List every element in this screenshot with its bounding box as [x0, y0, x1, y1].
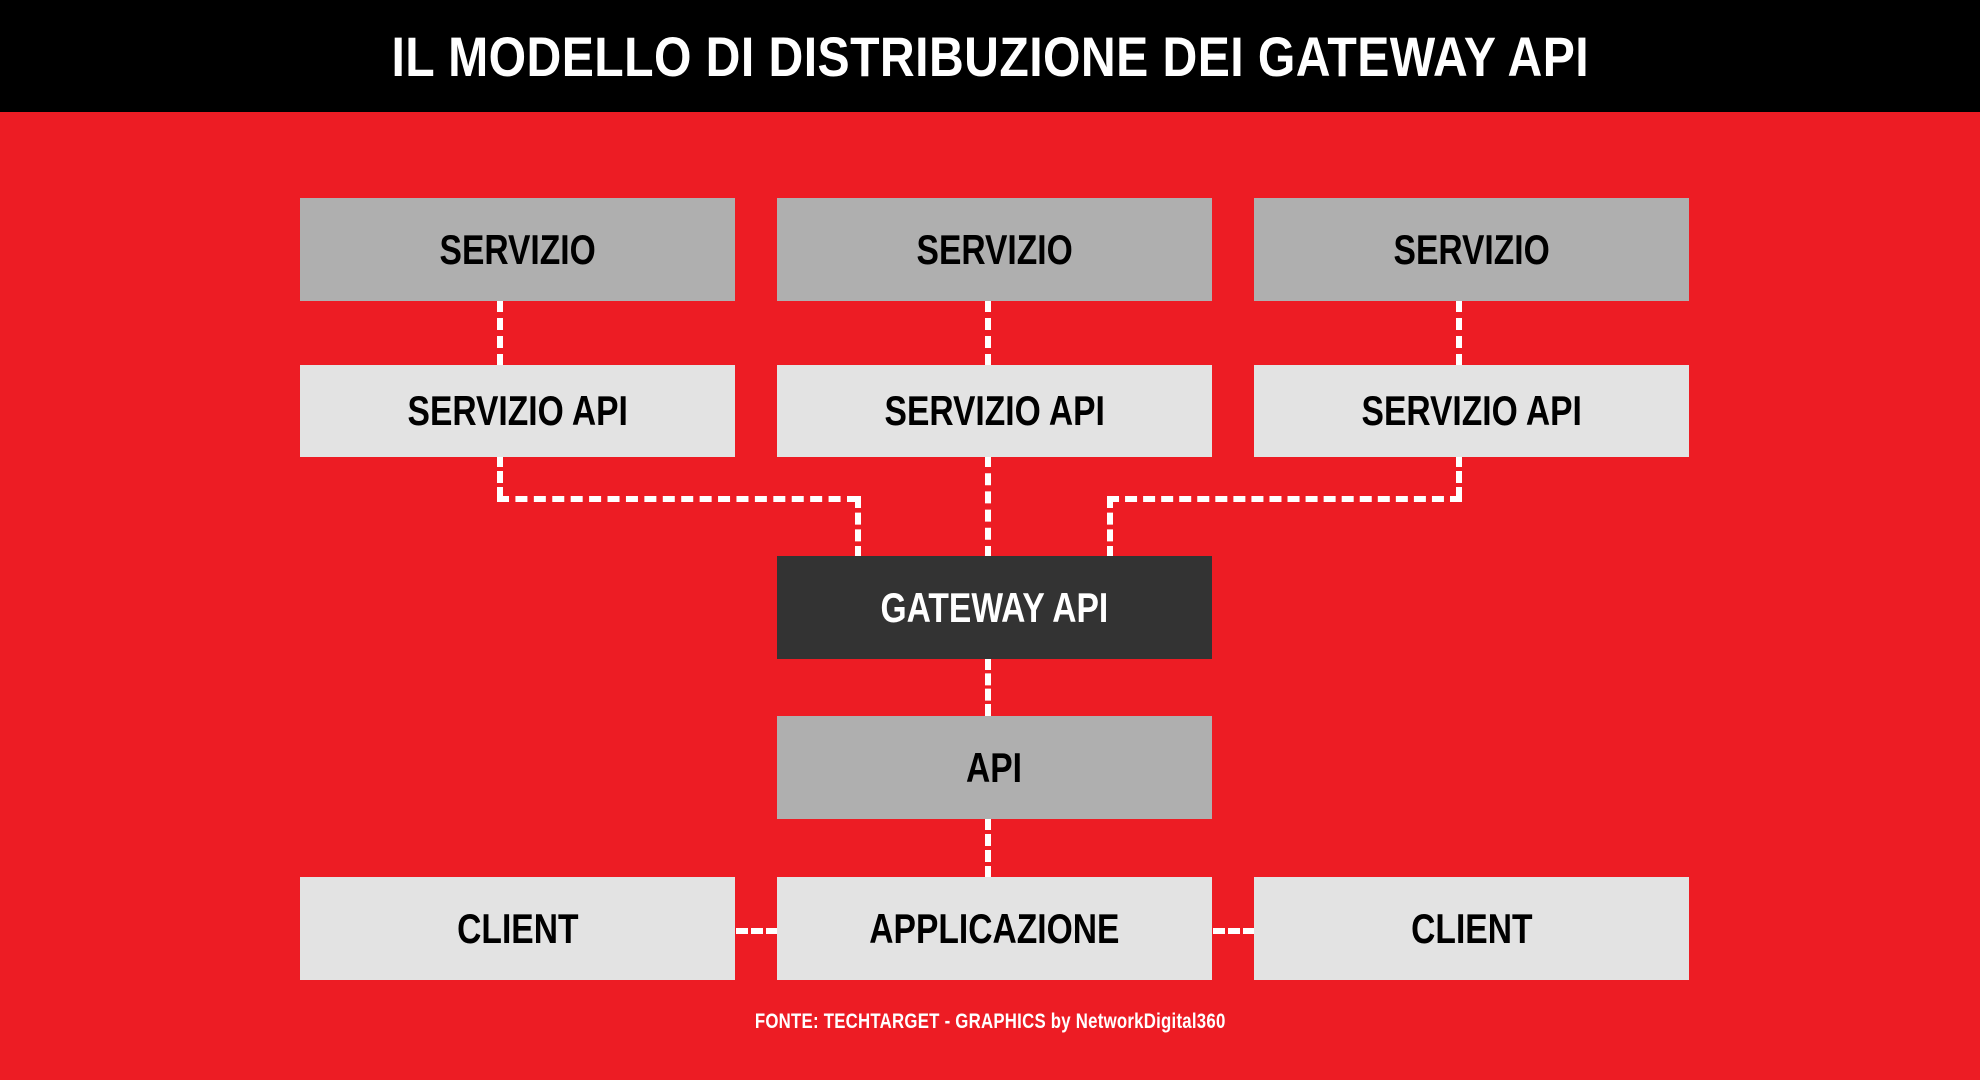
edge-servizio1-to-servizioapi1: [497, 300, 503, 366]
node-servizio-api-2-label: SERVIZIO API: [884, 387, 1105, 434]
node-servizio-api-1-label: SERVIZIO API: [407, 387, 628, 434]
node-servizio-api-3-label: SERVIZIO API: [1361, 387, 1582, 434]
edge-servizioapi3-drop: [1456, 455, 1462, 499]
title-bar: IL MODELLO DI DISTRIBUZIONE DEI GATEWAY …: [0, 0, 1980, 112]
node-client-1[interactable]: CLIENT: [300, 877, 735, 980]
node-servizio-api-3[interactable]: SERVIZIO API: [1254, 365, 1689, 457]
node-servizio-3[interactable]: SERVIZIO: [1254, 198, 1689, 301]
source-credit-text: FONTE: TECHTARGET - GRAPHICS by NetworkD…: [754, 1010, 1226, 1033]
node-servizio-1-label: SERVIZIO: [439, 225, 596, 273]
edge-servizio2-to-servizioapi2: [985, 300, 991, 366]
node-api-label: API: [966, 743, 1023, 791]
node-servizio-2-label: SERVIZIO: [916, 225, 1073, 273]
edge-servizioapi3-enter-gateway: [1107, 496, 1113, 558]
node-gateway-api-label: GATEWAY API: [880, 583, 1109, 631]
node-applicazione-label: APPLICAZIONE: [869, 904, 1120, 952]
edge-servizioapi2-to-gateway: [985, 455, 991, 558]
node-servizio-1[interactable]: SERVIZIO: [300, 198, 735, 301]
page-title: IL MODELLO DI DISTRIBUZIONE DEI GATEWAY …: [391, 24, 1589, 88]
node-applicazione[interactable]: APPLICAZIONE: [777, 877, 1212, 980]
edge-servizio3-to-servizioapi3: [1456, 300, 1462, 366]
edge-servizioapi1-run: [497, 496, 859, 502]
node-client-2[interactable]: CLIENT: [1254, 877, 1689, 980]
edge-applicazione-to-client2: [1213, 928, 1255, 934]
node-gateway-api[interactable]: GATEWAY API: [777, 556, 1212, 659]
edge-servizioapi1-enter-gateway: [855, 496, 861, 558]
edge-servizioapi1-drop: [497, 455, 503, 499]
node-servizio-api-1[interactable]: SERVIZIO API: [300, 365, 735, 457]
node-servizio-2[interactable]: SERVIZIO: [777, 198, 1212, 301]
edge-servizioapi3-run: [1107, 496, 1462, 502]
node-api[interactable]: API: [777, 716, 1212, 819]
node-servizio-3-label: SERVIZIO: [1393, 225, 1550, 273]
edge-api-to-applicazione: [985, 818, 991, 878]
node-client-1-label: CLIENT: [456, 904, 579, 952]
node-servizio-api-2[interactable]: SERVIZIO API: [777, 365, 1212, 457]
edge-client1-to-applicazione: [736, 928, 778, 934]
source-credit: FONTE: TECHTARGET - GRAPHICS by NetworkD…: [0, 1010, 1980, 1034]
node-client-2-label: CLIENT: [1410, 904, 1533, 952]
edge-gateway-to-api: [985, 658, 991, 716]
